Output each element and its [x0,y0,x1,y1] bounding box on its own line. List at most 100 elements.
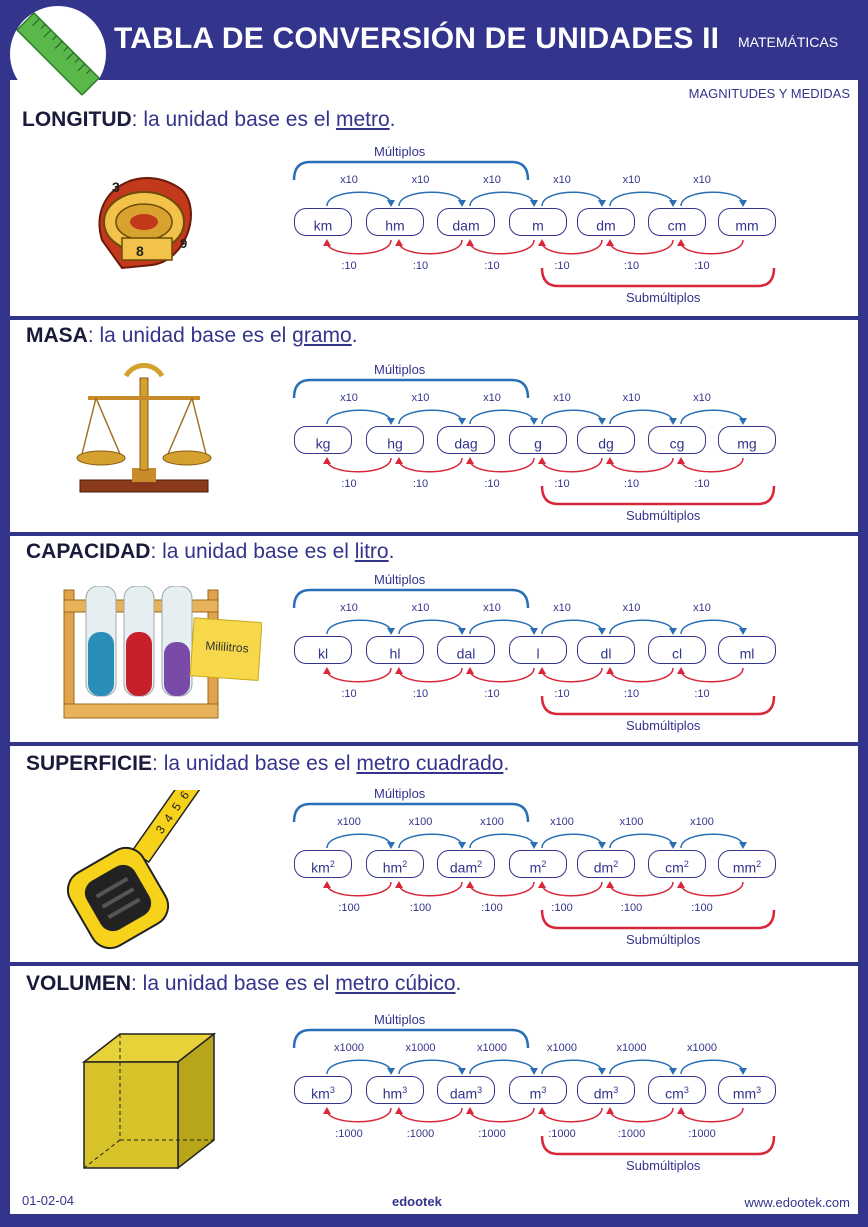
heading-end: . [351,324,358,347]
arrowhead [458,418,466,425]
unit-symbol: g [534,435,542,452]
base-unit: metro [335,108,390,131]
heading-text: : la unidad base es el [150,540,355,563]
divide-factor: :1000 [478,1128,506,1140]
arrowhead [458,628,466,635]
heading-end: . [388,540,395,563]
arrowhead [466,457,474,464]
base-unit: gramo [292,324,352,347]
separator [10,316,858,320]
ruler-logo [10,6,106,102]
multiply-arrow [541,191,603,207]
unit-symbol: mg [737,435,757,452]
unit-exponent: 3 [756,1085,762,1095]
unit-symbol: l [536,645,540,662]
unit-box: m2 [509,850,567,878]
unit-symbol: kg [315,435,331,452]
section-heading: LONGITUD: la unidad base es el metro. [22,108,396,132]
multiply-factor: x100 [337,816,361,828]
arrowhead [530,1068,538,1075]
divide-factor: :10 [484,688,500,700]
multiply-factor: x100 [408,816,433,828]
divide-arrow [680,457,744,473]
unit-symbol: dg [598,435,614,452]
header-bar: TABLA DE CONVERSIÓN DE UNIDADES II MATEM… [0,0,868,80]
unit-box: dam2 [437,850,495,878]
heading-text: : la unidad base es el [87,324,293,347]
footer-code: 01-02-04 [22,1193,75,1208]
footer-url[interactable]: www.edootek.com [744,1195,851,1210]
arrowhead [395,239,403,246]
multiply-factor: x10 [411,392,430,404]
submultiples-bracket [540,909,776,930]
divide-factor: :10 [484,478,500,490]
arrowhead [458,200,466,207]
unit-symbol: hm [382,1085,403,1102]
arrowhead [530,418,538,425]
submultiples-label: Submúltiplos [626,1158,701,1173]
arrowhead [606,667,614,674]
unit-symbol: hl [389,645,401,662]
divide-arrow [398,457,463,473]
divide-arrow [609,667,674,683]
multiply-arrow [609,191,674,207]
arrowhead [538,1107,546,1114]
unit-box: cg [648,426,706,454]
arrowhead [677,667,685,674]
multiply-arrow [680,833,744,849]
magnitude-name: LONGITUD [22,108,132,131]
heading-text: : la unidad base es el [131,972,336,995]
multiples-bracket [292,588,530,609]
unit-symbol: dm [596,217,616,234]
unit-box: mm2 [718,850,776,878]
arrowhead [598,842,606,849]
unit-box: dam [437,208,495,236]
multiply-arrow [541,619,603,635]
arrowhead [395,881,403,888]
unit-symbol: mm [735,217,759,234]
divide-arrow [680,239,744,255]
multiply-factor: x10 [622,602,641,614]
divide-arrow [609,1107,674,1123]
unit-exponent: 2 [329,859,335,869]
divide-arrow [398,667,463,683]
test-tubes-illustration: Mililitros [62,585,263,720]
unit-box: dm3 [577,1076,635,1104]
divide-factor: :100 [691,902,713,914]
multiply-arrow [541,833,603,849]
arrowhead [739,200,747,207]
unit-symbol: m [532,217,544,234]
divide-arrow [609,881,674,897]
arrowhead [538,667,546,674]
multiply-factor: x1000 [477,1042,507,1054]
unit-box: hl [366,636,424,664]
unit-symbol: cg [669,435,685,452]
separator [10,742,858,746]
divide-arrow [469,881,535,897]
base-unit: metro cuadrado [356,752,504,775]
divide-factor: :10 [412,478,429,490]
submultiples-bracket [540,267,776,288]
submultiples-label: Submúltiplos [626,290,701,305]
unit-box: cl [648,636,706,664]
base-unit: metro cúbico [335,972,456,995]
multiples-label: Múltiplos [374,1012,426,1027]
multiply-factor: x10 [693,602,711,614]
arrowhead [387,842,395,849]
divide-arrow [469,239,535,255]
arrowhead [395,1107,403,1114]
unit-symbol: km [313,217,333,234]
divide-factor: :10 [623,478,640,490]
multiples-label: Múltiplos [374,786,426,801]
divide-factor: :10 [412,688,429,700]
arrowhead [598,1068,606,1075]
divide-arrow [398,1107,463,1123]
unit-exponent: 3 [329,1085,335,1095]
arrowhead [739,418,747,425]
heading-text: : la unidad base es el [131,108,336,131]
divide-arrow [398,239,463,255]
unit-box: dl [577,636,635,664]
conversion-arrows [292,588,776,716]
arrowhead [606,239,614,246]
divide-arrow [326,1107,392,1123]
